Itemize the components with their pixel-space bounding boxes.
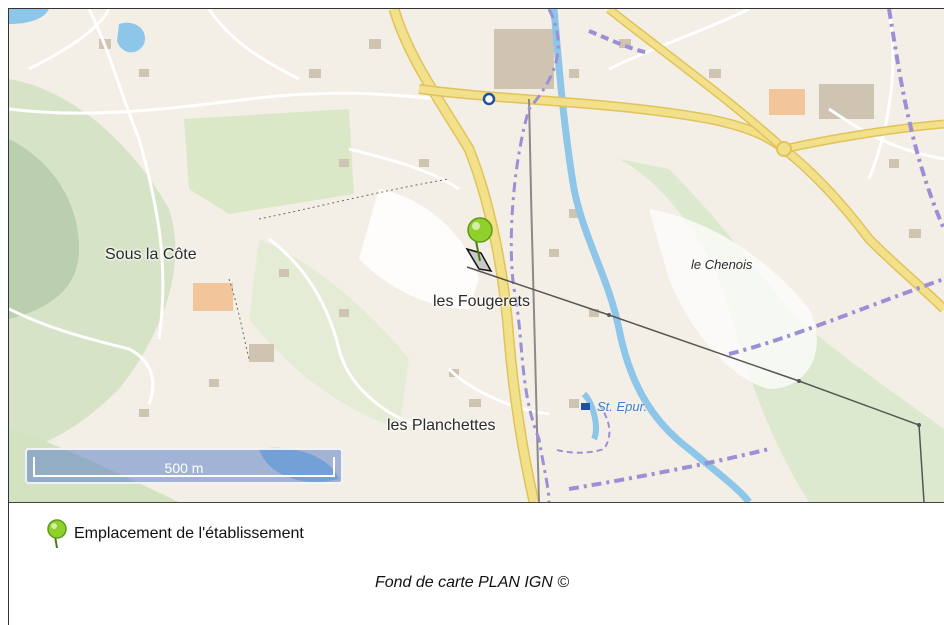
map-view[interactable]: Sous la Côte les Fougerets les Planchett… xyxy=(9,9,944,502)
map-source-credit: Fond de carte PLAN IGN © xyxy=(374,574,570,591)
field-area xyxy=(184,109,354,214)
scale-bar: 500 m xyxy=(25,448,343,484)
power-pylon xyxy=(917,423,921,427)
river-branch xyxy=(581,391,599,441)
orange-patch xyxy=(193,283,233,311)
legend-label: Emplacement de l'établissement xyxy=(74,525,304,542)
forest-center xyxy=(249,239,409,429)
roundabout xyxy=(776,141,792,157)
place-label-sous-la-cote: Sous la Côte xyxy=(105,246,197,263)
orange-patch xyxy=(769,89,805,115)
boundary-line-northeast xyxy=(887,9,944,230)
main-roads xyxy=(388,9,944,502)
place-label-st-epur: St. Epur. xyxy=(597,399,648,414)
minor-roads xyxy=(9,9,944,431)
boundary-line-north xyxy=(588,29,650,55)
footpath xyxy=(258,178,450,220)
lake xyxy=(117,22,145,53)
footpath xyxy=(228,278,250,360)
open-area xyxy=(359,189,479,309)
power-pylon xyxy=(607,313,611,317)
marker-head xyxy=(467,217,493,243)
marker-highlight xyxy=(472,222,480,230)
marker-needle xyxy=(475,240,481,262)
boundary-line-east xyxy=(728,277,944,356)
scale-bar-label: 500 m xyxy=(164,460,204,476)
boundary-sewage xyxy=(553,403,611,454)
hill-shade xyxy=(9,139,79,319)
place-label-les-planchettes: les Planchettes xyxy=(387,417,496,434)
location-marker[interactable] xyxy=(467,217,493,262)
river xyxy=(550,9,752,502)
scale-bar-ruler xyxy=(33,457,335,477)
map-frame xyxy=(8,8,944,625)
place-label-les-fougerets: les Fougerets xyxy=(433,293,530,310)
power-pylon xyxy=(797,379,801,383)
pin-icon xyxy=(47,519,67,549)
legend: Emplacement de l'établissement xyxy=(44,518,304,550)
boundary-line-south xyxy=(568,447,770,491)
map-border xyxy=(9,502,944,503)
station-icon xyxy=(482,92,496,106)
railway xyxy=(528,98,540,502)
lake-corner xyxy=(9,9,49,24)
place-label-le-chenois: le Chenois xyxy=(691,257,753,272)
open-area-east xyxy=(649,209,817,389)
sewage-plant-icon xyxy=(581,403,590,410)
